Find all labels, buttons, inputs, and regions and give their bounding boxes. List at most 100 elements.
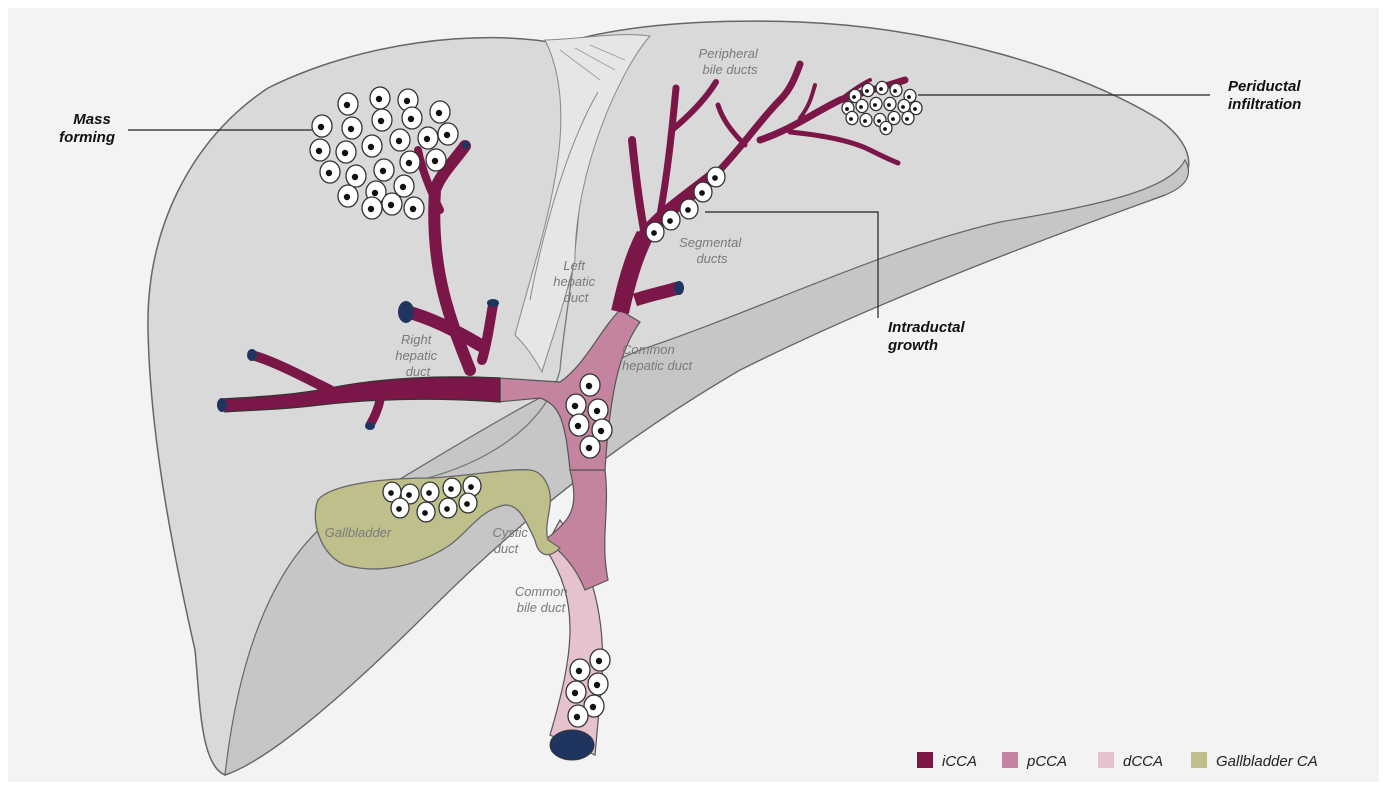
- cell-nucleus: [318, 124, 324, 130]
- tumor-cell: [570, 659, 590, 681]
- cell-nucleus: [468, 484, 474, 490]
- cell-nucleus: [372, 190, 378, 196]
- cell-nucleus: [388, 202, 394, 208]
- cell-nucleus: [344, 102, 350, 108]
- duct-end-7: [674, 281, 684, 295]
- cell-nucleus: [852, 95, 856, 99]
- tumor-cell: [346, 165, 366, 187]
- tumor-cell: [860, 113, 872, 126]
- cell-nucleus: [863, 119, 867, 123]
- tumor-cell: [870, 97, 882, 110]
- tumor-cell: [382, 193, 402, 215]
- legend-swatch-pcca: [1002, 752, 1018, 768]
- legend-label-pcca: pCCA: [1026, 753, 1067, 770]
- label-periductal-infiltration: Periductal infiltration: [1228, 78, 1305, 113]
- duct-end-1: [398, 301, 414, 323]
- cell-nucleus: [376, 96, 382, 102]
- cell-nucleus: [404, 98, 410, 104]
- cell-nucleus: [712, 175, 718, 181]
- cell-nucleus: [368, 144, 374, 150]
- cell-nucleus: [594, 408, 600, 414]
- tumor-cell: [898, 99, 910, 112]
- cell-nucleus: [348, 126, 354, 132]
- tumor-cell: [391, 498, 409, 518]
- cell-nucleus: [444, 132, 450, 138]
- cell-nucleus: [406, 492, 412, 498]
- cell-nucleus: [594, 682, 600, 688]
- cell-nucleus: [444, 506, 450, 512]
- cell-nucleus: [400, 184, 406, 190]
- tumor-cell: [884, 97, 896, 110]
- tumor-cell: [372, 109, 392, 131]
- duct-end-6: [462, 141, 470, 149]
- cell-nucleus: [845, 107, 849, 111]
- tumor-cell: [694, 182, 712, 202]
- cell-nucleus: [316, 148, 322, 154]
- duct-end-4: [217, 398, 227, 412]
- legend-label-gallbladder-ca: Gallbladder CA: [1216, 753, 1318, 770]
- cell-nucleus: [572, 403, 578, 409]
- cell-nucleus: [596, 658, 602, 664]
- cell-nucleus: [432, 158, 438, 164]
- cell-nucleus: [901, 105, 905, 109]
- tumor-cell: [580, 374, 600, 396]
- tumor-cell: [568, 705, 588, 727]
- tumor-cell: [390, 129, 410, 151]
- tumor-cell: [443, 478, 461, 498]
- tumor-cell: [310, 139, 330, 161]
- tumor-cell: [662, 210, 680, 230]
- cell-nucleus: [574, 714, 580, 720]
- cell-nucleus: [410, 206, 416, 212]
- cell-nucleus: [406, 160, 412, 166]
- cell-nucleus: [464, 501, 470, 507]
- cell-nucleus: [598, 428, 604, 434]
- cbd-end: [550, 730, 594, 760]
- tumor-cell: [338, 185, 358, 207]
- cell-nucleus: [424, 136, 430, 142]
- tumor-cell: [312, 115, 332, 137]
- cell-nucleus: [907, 95, 911, 99]
- tumor-cell: [880, 121, 892, 134]
- tumor-cell: [438, 123, 458, 145]
- cell-nucleus: [651, 230, 657, 236]
- cell-nucleus: [368, 206, 374, 212]
- legend-label-icca: iCCA: [942, 753, 977, 770]
- tumor-cell: [566, 681, 586, 703]
- tumor-cell: [862, 83, 874, 96]
- cell-nucleus: [865, 89, 869, 93]
- tumor-cell: [588, 673, 608, 695]
- cell-nucleus: [883, 127, 887, 131]
- tumor-cell: [588, 399, 608, 421]
- cell-nucleus: [388, 490, 394, 496]
- tumor-cell: [374, 159, 394, 181]
- cell-nucleus: [342, 150, 348, 156]
- cell-nucleus: [380, 168, 386, 174]
- cell-nucleus: [879, 87, 883, 91]
- tumor-cell: [646, 222, 664, 242]
- legend-swatch-gallbladder-ca: [1191, 752, 1207, 768]
- cell-nucleus: [905, 117, 909, 121]
- duct-end-2: [487, 299, 499, 307]
- duct-end-3: [247, 349, 257, 361]
- tumor-cell: [404, 197, 424, 219]
- cell-nucleus: [873, 103, 877, 107]
- label-gallbladder: Gallbladder: [325, 525, 392, 540]
- tumor-cell: [680, 199, 698, 219]
- cell-nucleus: [426, 490, 432, 496]
- cell-nucleus: [344, 194, 350, 200]
- cell-nucleus: [352, 174, 358, 180]
- cell-nucleus: [326, 170, 332, 176]
- cell-nucleus: [685, 207, 691, 213]
- cell-nucleus: [448, 486, 454, 492]
- legend-label-dcca: dCCA: [1123, 753, 1163, 770]
- cell-nucleus: [586, 383, 592, 389]
- cell-nucleus: [396, 506, 402, 512]
- tumor-cell: [362, 197, 382, 219]
- tumor-cell: [876, 81, 888, 94]
- tumor-cell: [580, 436, 600, 458]
- tumor-cell: [400, 151, 420, 173]
- tumor-cell: [590, 649, 610, 671]
- legend-swatch-icca: [917, 752, 933, 768]
- cell-nucleus: [887, 103, 891, 107]
